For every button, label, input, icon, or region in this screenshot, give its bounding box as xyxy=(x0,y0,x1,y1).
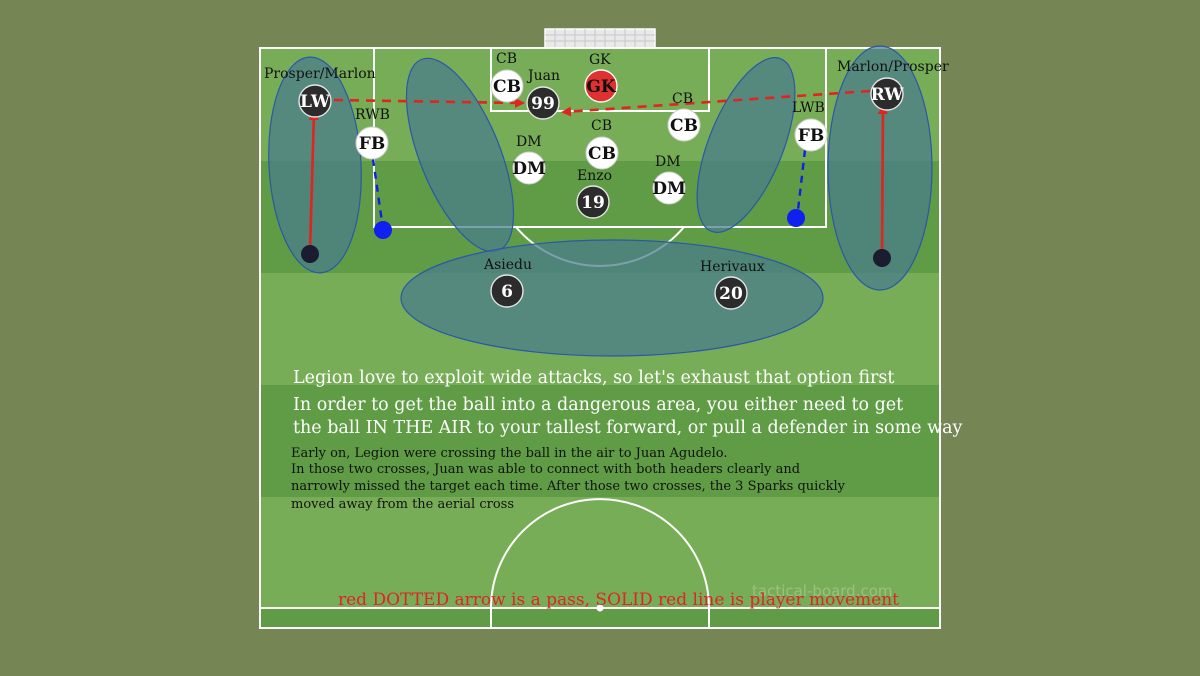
label-cb-center: CB xyxy=(591,118,612,134)
center-spot xyxy=(596,604,604,612)
note-line-2: In order to get the ball into a dangerou… xyxy=(293,395,903,415)
label-lwb: LWB xyxy=(792,100,825,116)
label-prosper-marlon: Prosper/Marlon xyxy=(264,66,376,82)
svg-text:6: 6 xyxy=(501,282,513,302)
token-lw: LW xyxy=(298,84,332,118)
player-tokens: LW RW FB FB CB 99 GK CB DM CB 19 DM 6 20 xyxy=(298,69,905,310)
label-cb-right: CB xyxy=(672,91,693,107)
zones xyxy=(268,45,933,357)
position-dots xyxy=(301,209,891,267)
label-marlon-prosper: Marlon/Prosper xyxy=(837,59,949,75)
movement-right-winger xyxy=(877,104,888,255)
label-juan: Juan xyxy=(526,68,560,84)
zone-left-wing xyxy=(268,56,362,274)
svg-text:FB: FB xyxy=(359,134,385,154)
label-dm-right: DM xyxy=(655,154,681,170)
svg-text:19: 19 xyxy=(581,193,605,213)
token-rw: RW xyxy=(870,77,905,111)
blue-dot-left xyxy=(374,221,392,239)
pass-lines xyxy=(333,89,871,117)
svg-text:GK: GK xyxy=(586,77,617,97)
label-asiedu: Asiedu xyxy=(483,257,532,273)
svg-text:DM: DM xyxy=(512,159,546,179)
svg-text:LW: LW xyxy=(300,92,331,112)
start-dot-right-winger xyxy=(873,249,891,267)
token-fb-right: FB xyxy=(794,118,828,152)
token-cb-right: CB xyxy=(667,108,701,142)
legend: red DOTTED arrow is a pass, SOLID red li… xyxy=(338,590,899,610)
goal-net xyxy=(544,28,656,49)
blue-dot-right xyxy=(787,209,805,227)
svg-text:20: 20 xyxy=(719,284,743,304)
pass-from-rw xyxy=(561,89,871,117)
start-dot-left-winger xyxy=(301,245,319,263)
token-cb-top: CB xyxy=(490,69,524,103)
label-gk: GK xyxy=(589,52,611,68)
svg-text:FB: FB xyxy=(798,126,824,146)
svg-text:DM: DM xyxy=(652,179,686,199)
label-cb-top: CB xyxy=(496,51,517,67)
token-6: 6 xyxy=(490,274,524,308)
svg-text:RW: RW xyxy=(871,85,905,105)
svg-text:CB: CB xyxy=(588,144,616,164)
movement-left-winger xyxy=(308,110,319,251)
token-19: 19 xyxy=(576,185,610,219)
token-cb-center: CB xyxy=(585,136,619,170)
token-dm-left: DM xyxy=(512,151,546,185)
label-rwb: RWB xyxy=(355,107,390,123)
note-small-2: In those two crosses, Juan was able to c… xyxy=(291,462,800,477)
note-line-3: the ball IN THE AIR to your tallest forw… xyxy=(293,418,963,438)
zone-midfield xyxy=(400,239,824,357)
run-right-fullback xyxy=(796,149,807,211)
label-dm-left: DM xyxy=(516,134,542,150)
zone-right-wing xyxy=(827,45,933,291)
note-small-3: narrowly missed the target each time. Af… xyxy=(291,479,846,494)
token-99: 99 xyxy=(526,86,560,120)
notes: Legion love to exploit wide attacks, so … xyxy=(291,368,963,512)
note-small-1: Early on, Legion were crossing the ball … xyxy=(291,446,728,461)
token-20: 20 xyxy=(714,276,748,310)
label-enzo: Enzo xyxy=(577,168,612,184)
zone-right-halfspace xyxy=(696,57,796,233)
run-left-fullback xyxy=(371,158,384,223)
token-fb-left: FB xyxy=(355,126,389,160)
player-labels: Prosper/Marlon Marlon/Prosper RWB LWB CB… xyxy=(264,51,949,275)
note-small-4: moved away from the aerial cross xyxy=(291,497,514,512)
svg-text:99: 99 xyxy=(531,94,555,114)
movement-lines xyxy=(308,104,888,255)
svg-text:CB: CB xyxy=(670,116,698,136)
token-gk: GK xyxy=(584,69,618,103)
note-line-1: Legion love to exploit wide attacks, so … xyxy=(293,368,894,388)
fullback-runs xyxy=(371,149,807,223)
label-herivaux: Herivaux xyxy=(700,259,765,275)
svg-text:CB: CB xyxy=(493,77,521,97)
token-dm-right: DM xyxy=(652,171,686,205)
watermark: tactical-board.com xyxy=(752,582,893,600)
